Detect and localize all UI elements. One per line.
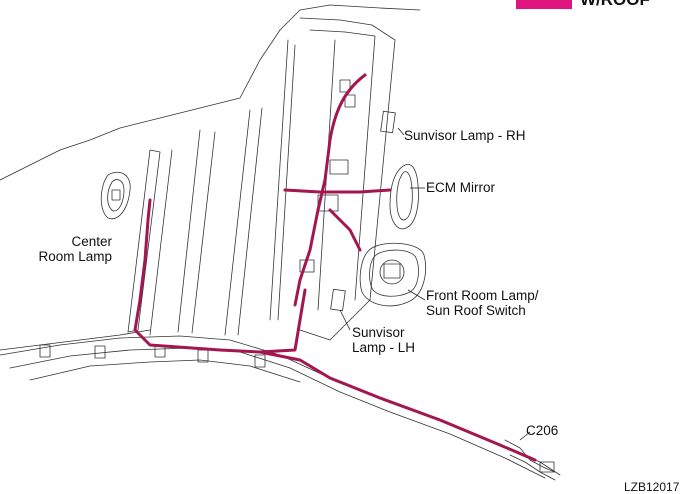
label-sunvisor-lamp-lh-line2: Lamp - LH [352, 340, 416, 355]
windshield-header [299, 17, 396, 341]
label-ecm-mirror: ECM Mirror [426, 180, 495, 195]
section-tab-text: W/ROOF [580, 0, 650, 10]
connector-c206-shape [504, 439, 556, 481]
figure-code: LZB12017 [624, 480, 680, 494]
center-room-lamp-shape [100, 171, 131, 220]
label-front-room-lamp-line1: Front Room Lamp/ [426, 288, 539, 303]
leader-c206 [519, 431, 531, 441]
front-room-lamp-shape [359, 242, 426, 307]
section-tab [516, 0, 572, 9]
label-sunvisor-lamp-lh: Sunvisor Lamp - LH [352, 325, 415, 355]
sunvisor-lamp-lh-shape [330, 288, 346, 312]
label-front-room-lamp: Front Room Lamp/ Sun Roof Switch [426, 288, 539, 318]
wiring-harness [133, 73, 537, 462]
leader-front-room-lamp [407, 289, 426, 301]
label-center-room-lamp: Center Room Lamp [32, 234, 112, 264]
roof-panel-outline [0, 4, 421, 181]
ecm-mirror-shape [389, 163, 419, 230]
sunvisor-lamp-rh-shape [380, 110, 396, 134]
roof-rail-left [127, 149, 161, 333]
leader-sunvisor-lh [339, 309, 351, 331]
label-center-room-lamp-line2: Room Lamp [38, 249, 112, 264]
label-sunvisor-lamp-lh-line1: Sunvisor [352, 325, 405, 340]
label-connector-c206: C206 [526, 423, 559, 438]
leader-sunvisor-rh [397, 127, 405, 136]
label-front-room-lamp-line2: Sun Roof Switch [426, 303, 526, 318]
label-sunvisor-lamp-rh: Sunvisor Lamp - RH [404, 128, 526, 143]
label-center-room-lamp-line1: Center [71, 234, 112, 249]
